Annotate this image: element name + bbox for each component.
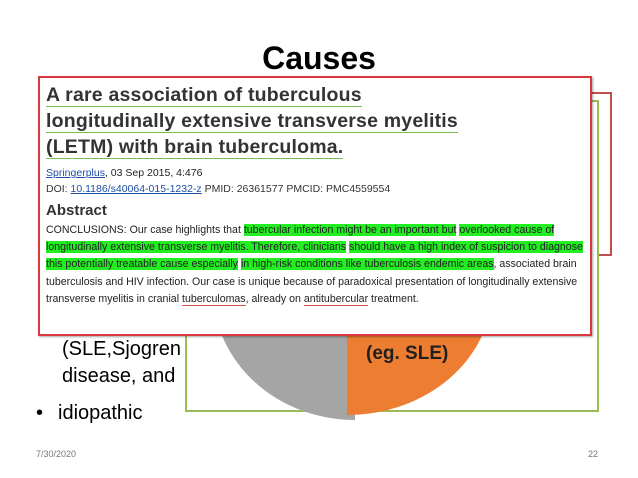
bullet-continuation-line-2: disease, and [62, 365, 176, 387]
bullet-text: idiopathic [58, 402, 143, 424]
footer-date: 7/30/2020 [36, 449, 77, 459]
doi-link[interactable]: 10.1186/s40064-015-1232-z [70, 183, 202, 195]
article-title-line-1: A rare association of tuberculous [46, 84, 362, 107]
pie-slice-label: (eg. SLE) [366, 343, 449, 364]
abstract-text: CONCLUSIONS: Our case highlights that tu… [46, 222, 584, 308]
bullet-continuation-line-1: (SLE,Sjogren [62, 338, 181, 360]
doi-label: DOI: [46, 183, 71, 195]
page-number: 22 [588, 449, 599, 459]
article-screenshot: A rare association of tuberculous longit… [38, 76, 592, 336]
abstract-part-2: , associated brain tuberculosis and HIV … [46, 258, 578, 305]
abstract-part-3: , already on [245, 292, 304, 305]
article-title-line-3: (LETM) with brain tuberculoma. [46, 136, 344, 159]
abstract-underline-2: antitubercular [303, 292, 369, 306]
bullet-continuation-clip: (SLE,Sjogren disease, and [0, 330, 187, 400]
journal-date: , 03 Sep 2015, 4:476 [104, 167, 203, 179]
abstract-highlight-4: in high-risk conditions like tuberculosi… [240, 258, 494, 271]
article-title: A rare association of tuberculous longit… [46, 82, 586, 160]
abstract-part-1: CONCLUSIONS: Our case highlights that [46, 224, 244, 236]
abstract-heading: Abstract [46, 202, 107, 219]
bullet-dot-icon: • [36, 402, 44, 424]
article-title-line-2: longitudinally extensive transverse myel… [46, 110, 458, 133]
slide-title: Causes [262, 40, 376, 76]
abstract-underline-1: tuberculomas [182, 292, 246, 306]
journal-link[interactable]: Springerplus [46, 167, 105, 179]
journal-citation: Springerplus, 03 Sep 2015, 4:476 [46, 167, 202, 179]
doi-line: DOI: 10.1186/s40064-015-1232-z PMID: 263… [46, 183, 390, 195]
article-ids: PMID: 26361577 PMCID: PMC4559554 [201, 183, 391, 195]
abstract-part-4: treatment. [368, 292, 419, 305]
bullet-idiopathic: • idiopathic [36, 402, 143, 425]
abstract-highlight-1: tubercular infection might be an importa… [243, 224, 457, 236]
